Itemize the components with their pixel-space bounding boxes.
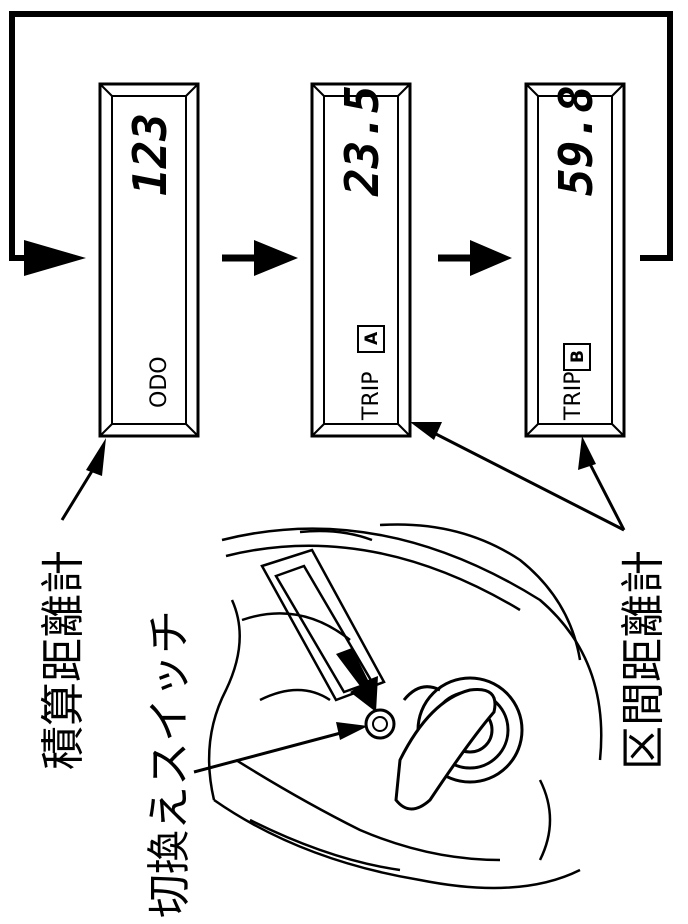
switch-pointer-line	[193, 728, 353, 774]
trip-pointer-b-arrowhead-icon	[578, 436, 596, 470]
odo-pointer-arrowhead-icon	[86, 438, 106, 476]
arrow-tripa-to-tripb-icon	[470, 240, 512, 276]
select-switch-label: 切換えスイッチ	[144, 610, 195, 918]
trip-pointer-a-arrowhead-icon	[410, 422, 442, 440]
trip-a-box	[357, 325, 385, 353]
trip-b-box	[563, 343, 591, 371]
trip-pointer-line-a	[431, 430, 625, 532]
display-trip-b: TRIP B 59.8	[524, 82, 626, 438]
trip-meter-label: 区間距離計	[618, 550, 669, 770]
trip-a-value: 23.5	[335, 85, 389, 197]
trip-pointer-line-b	[586, 459, 626, 531]
odometer-label: 積算距離計	[38, 550, 89, 770]
switch-press-arrow-icon	[336, 648, 378, 712]
display-odo: ODO 123	[98, 82, 200, 438]
trip-a-suffix: A	[362, 331, 382, 345]
ignition-key	[394, 676, 524, 811]
trip-b-mode-label: TRIP	[561, 372, 586, 421]
trip-a-mode-label: TRIP	[359, 372, 384, 421]
switch-pointer-arrowhead-icon	[336, 722, 368, 740]
trip-b-suffix: B	[568, 350, 588, 363]
odo-value: 123	[123, 113, 177, 196]
select-switch-knob	[364, 708, 396, 740]
loop-arrowhead-icon	[24, 240, 86, 276]
cycle-loop-line	[9, 11, 673, 261]
display-trip-a: TRIP A 23.5	[310, 82, 412, 438]
trip-b-value: 59.8	[549, 85, 603, 196]
instrument-cluster-illustration	[207, 523, 603, 890]
arrow-odo-to-tripa-icon	[254, 240, 298, 276]
odo-mode-label: ODO	[147, 356, 172, 408]
